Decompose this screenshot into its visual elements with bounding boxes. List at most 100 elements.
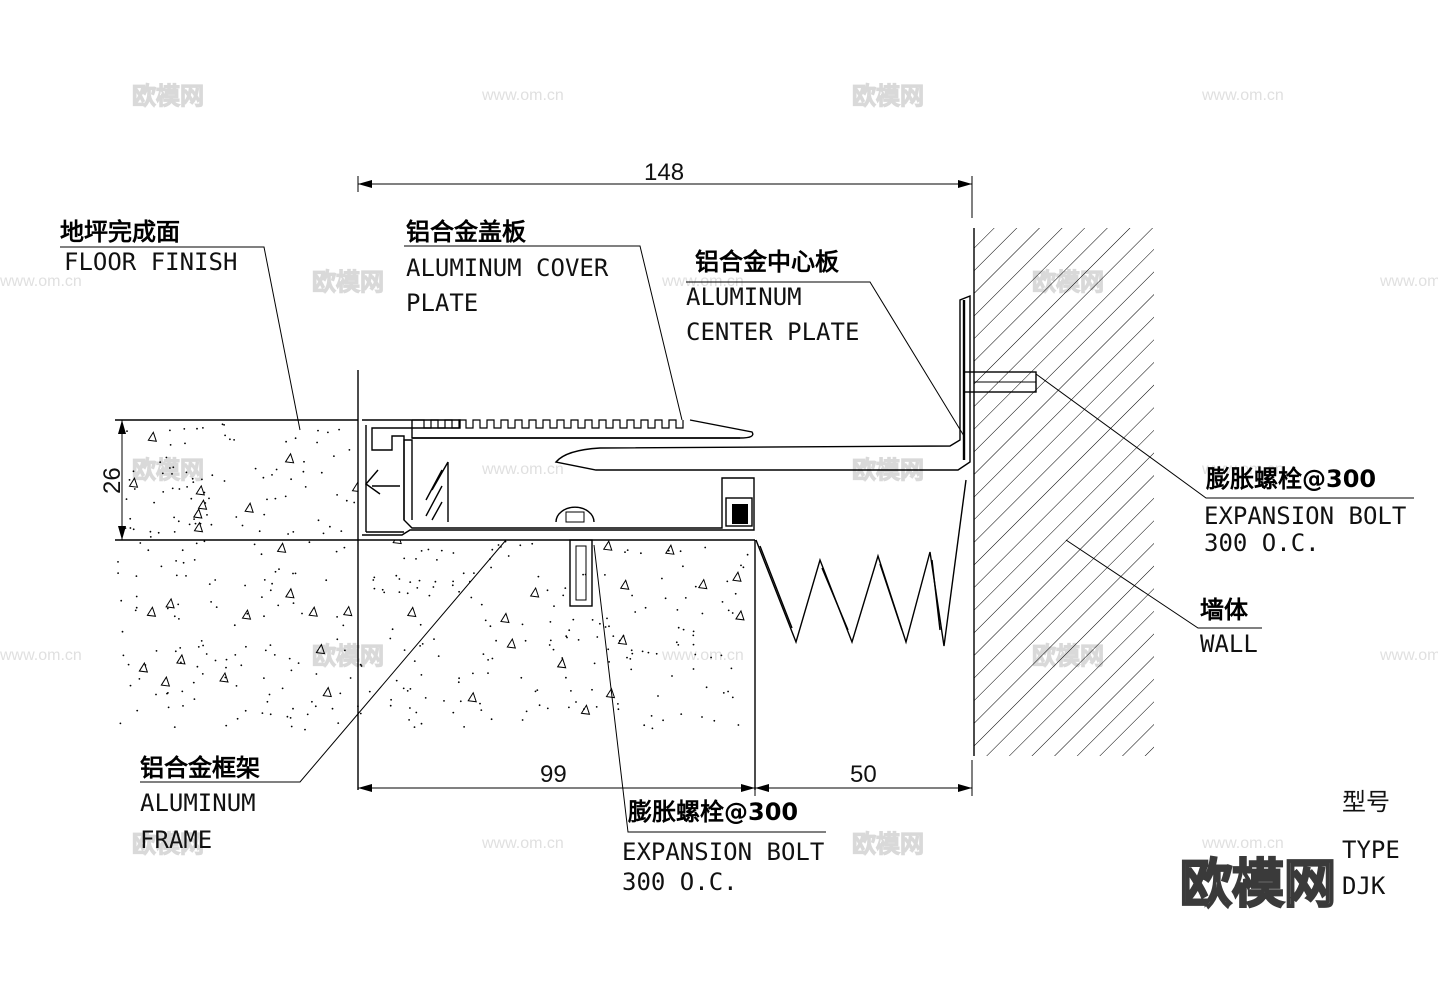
concrete-speckle bbox=[203, 540, 206, 543]
concrete-speckle bbox=[285, 440, 287, 443]
concrete-speckle bbox=[193, 698, 196, 700]
concrete-speckle bbox=[406, 690, 409, 692]
concrete-speckle bbox=[507, 555, 510, 557]
aggregate-mark bbox=[146, 606, 157, 617]
watermark-url: www.om.cn bbox=[0, 273, 82, 290]
concrete-speckle bbox=[458, 590, 460, 593]
concrete-speckle bbox=[599, 622, 601, 625]
aggregate-mark bbox=[506, 637, 517, 649]
concrete-speckle bbox=[117, 572, 119, 574]
concrete-speckle bbox=[731, 696, 734, 699]
concrete-speckle bbox=[457, 681, 460, 684]
dimension-gap: 50 bbox=[850, 761, 877, 788]
concrete-speckle bbox=[524, 639, 527, 642]
concrete-speckle bbox=[311, 700, 313, 703]
concrete-speckle bbox=[333, 455, 335, 457]
aggregate-mark bbox=[665, 544, 675, 555]
concrete-speckle bbox=[473, 572, 475, 574]
concrete-speckle bbox=[427, 548, 430, 551]
concrete-speckle bbox=[491, 657, 494, 660]
concrete-speckle bbox=[489, 625, 492, 628]
concrete-speckle bbox=[677, 644, 680, 646]
concrete-speckle bbox=[552, 648, 555, 651]
concrete-speckle bbox=[269, 713, 272, 716]
aggregate-mark bbox=[219, 671, 229, 683]
concrete-speckle bbox=[119, 722, 122, 725]
dimension-frame: 99 bbox=[540, 761, 567, 788]
concrete-speckle bbox=[490, 566, 492, 569]
concrete-speckle bbox=[443, 700, 445, 702]
floor-finish-en: FLOOR FINISH bbox=[64, 248, 237, 276]
concrete-speckle bbox=[582, 573, 584, 576]
dimension-lines bbox=[118, 176, 973, 796]
concrete-speckle bbox=[570, 690, 572, 692]
concrete-speckle bbox=[224, 676, 227, 679]
concrete-speckle bbox=[138, 678, 141, 680]
concrete-speckle bbox=[437, 655, 440, 657]
concrete-speckle bbox=[345, 499, 348, 502]
concrete-speckle bbox=[722, 692, 725, 694]
concrete-speckle bbox=[452, 580, 454, 583]
aggregate-mark bbox=[276, 542, 287, 553]
aggregate-mark bbox=[735, 609, 745, 621]
label-wall: 墙体 WALL bbox=[1200, 596, 1258, 658]
concrete-speckle bbox=[186, 486, 189, 488]
concrete-speckle bbox=[521, 623, 524, 626]
concrete-speckle bbox=[194, 522, 197, 525]
label-frame: 铝合金框架 ALUMINUM FRAME bbox=[140, 754, 260, 854]
concrete-speckle bbox=[359, 663, 362, 666]
aggregate-mark bbox=[284, 452, 295, 464]
concrete-speckle bbox=[224, 434, 227, 437]
concrete-speckle bbox=[129, 684, 132, 687]
concrete-speckle bbox=[155, 693, 157, 696]
concrete-speckle bbox=[129, 527, 132, 529]
concrete-speckle bbox=[343, 546, 346, 549]
concrete-speckle bbox=[572, 618, 575, 621]
watermark-url: www.om.cn bbox=[481, 461, 564, 478]
aggregate-mark bbox=[556, 657, 567, 669]
concrete-speckle bbox=[135, 595, 138, 598]
concrete-speckle bbox=[132, 528, 135, 531]
type-block: 型号 TYPE DJK bbox=[1342, 788, 1400, 900]
concrete-speckle bbox=[268, 693, 271, 696]
concrete-speckle bbox=[260, 553, 263, 556]
concrete-speckle bbox=[297, 662, 300, 664]
concrete-speckle bbox=[234, 654, 237, 656]
concrete-speckle bbox=[372, 579, 375, 581]
concrete-speckle bbox=[211, 474, 214, 477]
concrete-speckle bbox=[122, 654, 125, 657]
floor-bolt-cn: 膨胀螺栓@300 bbox=[627, 798, 798, 826]
concrete-speckle bbox=[676, 609, 679, 611]
concrete-speckle bbox=[344, 649, 346, 652]
concrete-speckle bbox=[680, 713, 683, 715]
concrete-speckle bbox=[418, 579, 421, 582]
concrete-speckle bbox=[161, 472, 164, 475]
concrete-speckle bbox=[264, 649, 267, 652]
concrete-speckle bbox=[568, 629, 571, 632]
concrete-speckle bbox=[604, 574, 606, 576]
concrete-speckle bbox=[287, 533, 289, 535]
concrete-speckle bbox=[617, 703, 619, 705]
concrete-speckle bbox=[325, 579, 328, 582]
concrete-speckle bbox=[420, 674, 423, 676]
concrete-speckle bbox=[202, 644, 205, 647]
concrete-speckle bbox=[125, 498, 128, 500]
concrete-speckle bbox=[132, 470, 135, 473]
concrete-speckle bbox=[624, 551, 626, 553]
concrete-speckle bbox=[263, 615, 265, 618]
concrete-speckle bbox=[389, 637, 392, 640]
concrete-speckle bbox=[521, 719, 524, 721]
concrete-speckle bbox=[269, 644, 272, 646]
concrete-speckle bbox=[336, 638, 339, 641]
concrete-speckle bbox=[383, 591, 386, 594]
concrete-speckle bbox=[290, 725, 293, 728]
concrete-speckle bbox=[292, 531, 295, 533]
concrete-speckle bbox=[178, 488, 181, 490]
concrete-speckle bbox=[196, 427, 198, 430]
concrete-speckle bbox=[546, 589, 549, 592]
concrete-speckle bbox=[246, 612, 249, 615]
concrete-speckle bbox=[188, 523, 191, 526]
concrete-speckle bbox=[398, 591, 401, 593]
concrete-speckle bbox=[679, 550, 682, 553]
concrete-speckle bbox=[694, 585, 697, 588]
